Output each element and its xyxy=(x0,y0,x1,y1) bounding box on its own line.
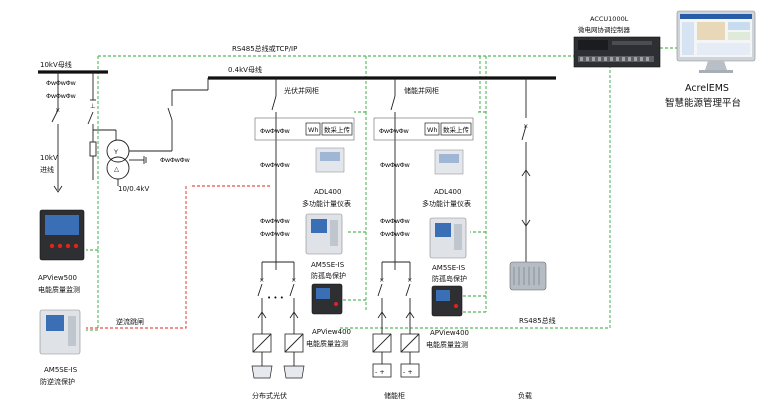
es-cabinet: 储能并网柜 ΦwΦwΦw Wh 数采上传 ΦwΦwΦw ΦwΦwΦw ΦwΦwΦ… xyxy=(372,78,474,400)
accu-controller: ACCU1000L 微电网协调控制器 xyxy=(573,15,661,68)
pv-panel-icon xyxy=(283,365,305,379)
am5se-left-device: AM5SE-IS 防逆流保护 xyxy=(39,309,81,386)
svg-text:×: × xyxy=(291,276,296,284)
svg-text:ΦwΦwΦw: ΦwΦwΦw xyxy=(46,92,76,100)
pv-panel-icon xyxy=(251,365,273,379)
motor-icon xyxy=(509,261,547,291)
accu-name: 微电网协调控制器 xyxy=(578,25,631,34)
svg-text:ΦwΦwΦw: ΦwΦwΦw xyxy=(380,161,410,169)
adl400-es-device: ADL400 多功能计量仪表 xyxy=(422,149,471,208)
svg-text:ΦwΦwΦw: ΦwΦwΦw xyxy=(46,79,76,87)
svg-text:ΦwΦwΦw: ΦwΦwΦw xyxy=(160,156,190,164)
transformer-label: 10/0.4kV xyxy=(118,185,149,193)
apview400-pv-model: APView400 xyxy=(312,328,351,336)
apview400-pv-name: 电能质量监测 xyxy=(306,339,348,348)
svg-text:ΦwΦwΦw: ΦwΦwΦw xyxy=(260,230,290,238)
apview400-es-name: 电能质量监测 xyxy=(426,340,468,349)
apview500-device: APView500 电能质量监测 xyxy=(38,209,85,294)
battery-icon xyxy=(372,363,392,378)
svg-text:Y: Y xyxy=(113,148,118,156)
am5se-es-model: AM5SE-IS xyxy=(432,264,466,272)
apview500-name: 电能质量监测 xyxy=(38,285,80,294)
adl400-es-name: 多功能计量仪表 xyxy=(422,199,471,208)
svg-text:- +: - + xyxy=(375,368,385,376)
es-cabinet-bottom-label: 储能柜 xyxy=(384,391,405,400)
pv-upload-label: 数采上传 xyxy=(324,125,351,134)
pv-branch-dots: • • • xyxy=(267,294,284,302)
adl400-pv-model: ADL400 xyxy=(314,188,341,196)
reverse-trip-line xyxy=(86,185,270,329)
incoming-line-label: 进线 xyxy=(40,165,54,174)
am5se-left-name: 防逆流保护 xyxy=(40,377,75,386)
svg-text:△: △ xyxy=(114,165,119,173)
svg-text:Wh: Wh xyxy=(427,126,438,134)
reverse-trip-label: 逆流跳闸 xyxy=(116,317,144,326)
ems-monitor: AcrelEMS 智慧能源管理平台 xyxy=(665,10,756,109)
svg-text:ΦwΦwΦw: ΦwΦwΦw xyxy=(260,127,290,135)
pv-cabinet-label: 光伏并网柜 xyxy=(284,86,319,95)
adl400-pv-device: ADL400 多功能计量仪表 xyxy=(302,147,351,208)
svg-text:- +: - + xyxy=(403,368,413,376)
svg-text:×: × xyxy=(259,276,264,284)
incoming-10kv-feeder: ΦwΦwΦw ΦwΦwΦw × 10kV 进线 xyxy=(40,72,77,193)
am5se-pv-name: 防孤岛保护 xyxy=(311,271,346,280)
am5se-es-device: AM5SE-IS 防孤岛保护 xyxy=(429,217,467,283)
incoming-10kv-label: 10kV xyxy=(40,154,58,162)
bus-10kv-label: 10kV母线 xyxy=(40,60,72,69)
pv-cabinet: 光伏并网柜 ΦwΦwΦw Wh 数采上传 ΦwΦwΦw ΦwΦwΦw ΦwΦwΦ… xyxy=(251,78,355,400)
svg-text:×: × xyxy=(407,276,412,284)
rs485-tcp-label: RS485总线或TCP/IP xyxy=(232,44,297,53)
load-feeder: × 负载 xyxy=(509,78,547,400)
am5se-pv-model: AM5SE-IS xyxy=(311,261,345,269)
ems-model: AcrelEMS xyxy=(685,83,729,94)
rs485-bus-label: RS485总线 xyxy=(519,316,556,325)
apview400-es-device: APView400 电能质量监测 xyxy=(426,285,469,349)
transformer-primary xyxy=(106,139,130,163)
svg-text:ΦwΦwΦw: ΦwΦwΦw xyxy=(380,217,410,225)
lv-incoming: ΦwΦwΦw xyxy=(129,78,209,164)
am5se-es-name: 防孤岛保护 xyxy=(432,274,467,283)
svg-text:Wh: Wh xyxy=(308,126,319,134)
svg-text:ΦwΦwΦw: ΦwΦwΦw xyxy=(260,217,290,225)
svg-text:ΦwΦwΦw: ΦwΦwΦw xyxy=(260,161,290,169)
apview500-model: APView500 xyxy=(38,274,77,282)
am5se-left-model: AM5SE-IS xyxy=(44,366,78,374)
pv-distributed-label: 分布式光伏 xyxy=(252,391,287,400)
transformer-feeder: ⊥ Y △ 10/0.4kV xyxy=(87,72,149,193)
svg-text:⊥: ⊥ xyxy=(90,102,96,110)
load-label: 负载 xyxy=(518,391,532,400)
battery-icon xyxy=(400,363,420,378)
svg-text:ΦwΦwΦw: ΦwΦwΦw xyxy=(379,127,409,135)
accu-model: ACCU1000L xyxy=(590,15,629,23)
ems-name: 智慧能源管理平台 xyxy=(665,97,741,109)
es-cabinet-label: 储能并网柜 xyxy=(404,86,439,95)
adl400-es-model: ADL400 xyxy=(434,188,461,196)
svg-text:ΦwΦwΦw: ΦwΦwΦw xyxy=(380,230,410,238)
es-upload-label: 数采上传 xyxy=(443,125,470,134)
svg-text:×: × xyxy=(55,106,60,114)
apview400-pv-device: APView400 电能质量监测 xyxy=(306,283,351,348)
bus-04kv-label: 0.4kV母线 xyxy=(228,65,262,74)
apview400-es-model: APView400 xyxy=(430,329,469,337)
svg-text:×: × xyxy=(379,276,384,284)
am5se-pv-device: AM5SE-IS 防孤岛保护 xyxy=(305,213,346,280)
adl400-pv-name: 多功能计量仪表 xyxy=(302,199,351,208)
